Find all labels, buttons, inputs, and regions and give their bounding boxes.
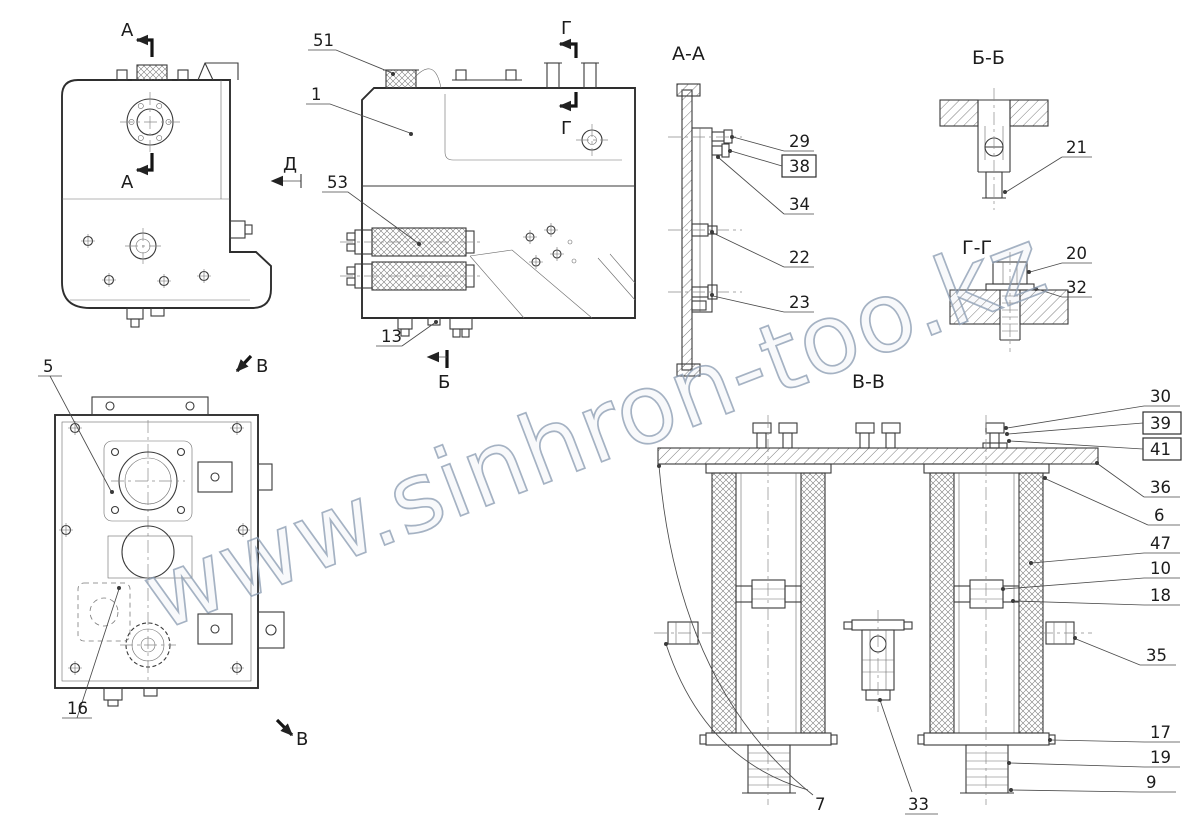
- view-marker-v-top: В: [256, 356, 268, 377]
- callout-20: 20: [1066, 244, 1087, 263]
- callout-5: 5: [43, 357, 54, 376]
- view-plan-tank: В В 5 16: [38, 354, 308, 750]
- section-label-b-b: Б-Б: [972, 47, 1005, 69]
- callout-51: 51: [313, 31, 334, 50]
- tank-top-plate: [657, 447, 1099, 465]
- view-arrow-v-bottom: [275, 718, 294, 737]
- view-marker-g-bottom: Г: [561, 118, 572, 139]
- section-b-b: Б-Б 21: [939, 47, 1092, 210]
- watermark-text: www.sinhron-too.kz: [129, 206, 1061, 653]
- section-cut-mark-a-top: [135, 34, 154, 57]
- callout-17: 17: [1150, 723, 1171, 742]
- section-a-a: А-А 29 38 34 22 23: [668, 43, 817, 377]
- callout-39: 39: [1150, 414, 1171, 433]
- callout-36: 36: [1150, 478, 1171, 497]
- callout-21: 21: [1066, 138, 1087, 157]
- callout-30: 30: [1150, 387, 1171, 406]
- view-side-tank: Г Г Б 51: [306, 18, 636, 393]
- callout-18: 18: [1150, 586, 1171, 605]
- callout-41: 41: [1150, 440, 1171, 459]
- section-label-v-v: В-В: [852, 371, 885, 393]
- callout-47: 47: [1150, 534, 1171, 553]
- watermark: www.sinhron-too.kz: [128, 205, 1062, 654]
- callout-22: 22: [789, 248, 810, 267]
- section-v-v: В-В: [654, 371, 1182, 815]
- view-marker-v-bottom: В: [296, 729, 308, 750]
- section-label-g-g: Г-Г: [962, 237, 992, 259]
- filter-assembly-right: [917, 463, 1056, 794]
- callout-34: 34: [789, 195, 810, 214]
- callout-9: 9: [1146, 773, 1157, 792]
- callout-38: 38: [789, 157, 810, 176]
- callout-6: 6: [1154, 506, 1165, 525]
- callout-10: 10: [1150, 559, 1171, 578]
- callout-7: 7: [815, 795, 826, 814]
- view-marker-g-top: Г: [561, 18, 572, 39]
- view-marker-b: Б: [438, 372, 450, 393]
- section-label-a-a: А-А: [672, 43, 705, 65]
- callout-19: 19: [1150, 748, 1171, 767]
- callout-53: 53: [327, 173, 348, 192]
- top-bolts: [752, 422, 1008, 449]
- section-g-g: Г-Г 20 32: [949, 237, 1092, 352]
- view-arrow-v-top: [235, 354, 253, 373]
- view-marker-d: Д: [283, 154, 297, 175]
- callout-16: 16: [67, 699, 88, 718]
- callout-29: 29: [789, 132, 810, 151]
- filter-assembly-left: [699, 463, 838, 794]
- section-cut-mark-g-top: [558, 38, 578, 58]
- callout-13: 13: [381, 327, 402, 346]
- section-cut-mark-g-bottom: [558, 92, 578, 112]
- section-cut-mark-a-bottom: [135, 153, 154, 176]
- callout-33: 33: [908, 795, 929, 814]
- callout-32: 32: [1066, 278, 1087, 297]
- callout-23: 23: [789, 293, 810, 312]
- view-marker-a-top: А: [121, 20, 134, 41]
- breather-cap-icon: [136, 64, 168, 81]
- view-marker-a-bottom: А: [121, 172, 134, 193]
- view-front-tank: А А Д: [61, 20, 302, 328]
- callout-35: 35: [1146, 646, 1167, 665]
- callout-1: 1: [311, 85, 322, 104]
